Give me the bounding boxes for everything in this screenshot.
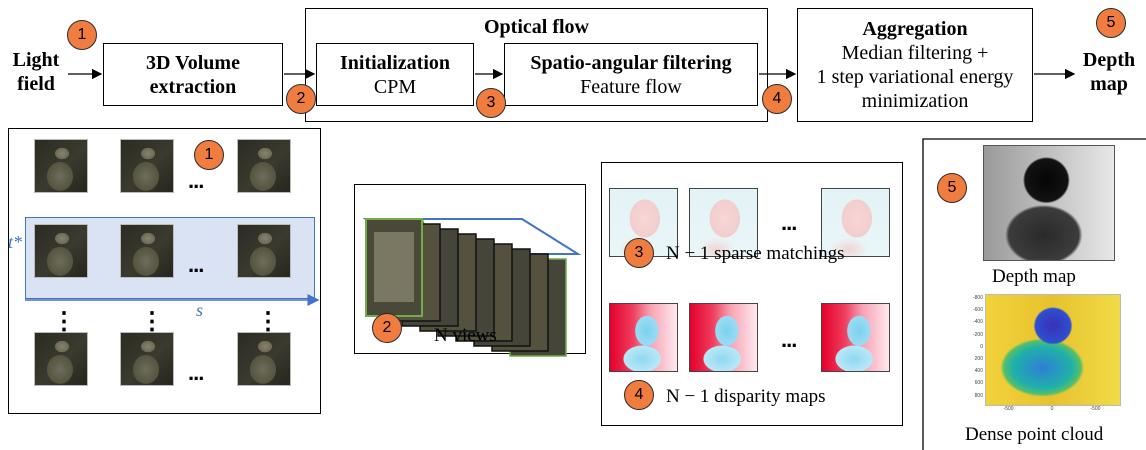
depth-map-output-label: Depth map (1082, 49, 1136, 95)
x-axis-ticks: -500 0 -500 (1003, 406, 1101, 412)
sparse-matching-map (821, 188, 890, 257)
n-views-label: N views (434, 325, 497, 346)
s-label: s (196, 300, 204, 320)
disparity-map (689, 303, 758, 372)
depth-map-image (983, 145, 1115, 261)
step-badge-3-panel: 3 (624, 238, 654, 268)
volume-extraction-box: 3D Volume extraction (103, 43, 283, 106)
lf-thumb (120, 224, 174, 278)
step-badge-4: 4 (762, 84, 792, 114)
initialization-box: Initialization CPM (316, 43, 474, 106)
point-cloud-plot: -800 -600 -400 -200 0 200 400 600 800 -5… (957, 292, 1127, 420)
point-cloud-area (985, 294, 1121, 406)
ellipsis: ... (188, 168, 204, 193)
step-badge-2: 2 (286, 84, 316, 114)
light-field-label: Light field (12, 49, 60, 95)
lf-thumb (120, 139, 174, 193)
disparity-map (821, 303, 890, 372)
ellipsis: ... (188, 360, 204, 385)
lf-thumb (34, 332, 88, 386)
step-badge-5: 5 (1096, 8, 1126, 38)
sparse-matching-map (689, 188, 758, 257)
step-badge-3: 3 (476, 88, 506, 118)
depth-map-caption: Depth map (992, 266, 1076, 287)
point-cloud-caption: Dense point cloud (965, 424, 1104, 445)
lf-thumb (120, 332, 174, 386)
ellipsis: ... (781, 210, 797, 235)
disparity-maps-label: N − 1 disparity maps (666, 386, 826, 407)
lf-thumb (237, 139, 291, 193)
sparse-matchings-label: N − 1 sparse matchings (666, 243, 845, 264)
t-star-label: t* (8, 232, 23, 252)
lf-thumb (237, 224, 291, 278)
ellipsis: ... (781, 327, 797, 352)
lf-thumb (34, 139, 88, 193)
disparity-map (609, 303, 678, 372)
step-badge-1-panel: 1 (194, 140, 224, 170)
lf-thumb (237, 332, 291, 386)
step-badge-5-panel: 5 (937, 173, 967, 203)
ellipsis: ... (188, 252, 204, 277)
step-badge-1: 1 (67, 20, 97, 50)
lf-thumb (34, 224, 88, 278)
optical-flow-title: Optical flow (484, 16, 589, 38)
step-badge-2-panel: 2 (372, 313, 402, 343)
step-badge-4-panel: 4 (624, 380, 654, 410)
y-axis-ticks: -800 -600 -400 -200 0 200 400 600 800 (972, 295, 983, 399)
aggregation-box: Aggregation Median filtering + 1 step va… (797, 8, 1033, 122)
spatio-angular-box: Spatio-angular filtering Feature flow (504, 43, 758, 106)
